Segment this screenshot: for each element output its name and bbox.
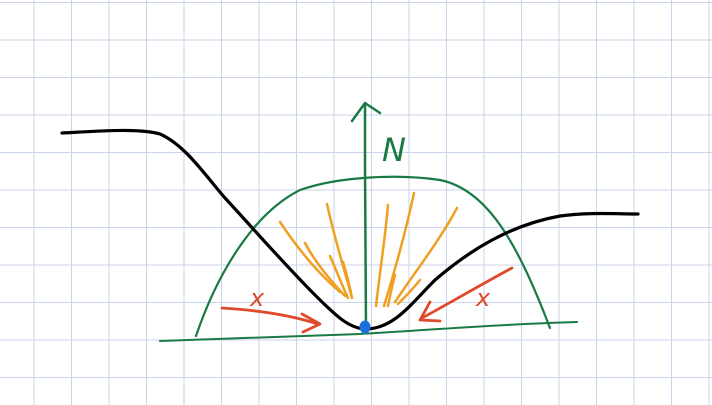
orange-ray — [341, 260, 354, 300]
normal-vector-arrowhead — [350, 101, 382, 123]
orange-ray — [303, 241, 347, 298]
orange-rays-right — [374, 191, 459, 308]
friction-arrow-right-shaft — [420, 266, 514, 320]
friction-arrow-left-shaft — [220, 306, 320, 326]
normal-label: N — [382, 131, 406, 169]
friction-arrow-left-head — [300, 312, 322, 334]
orange-ray — [374, 203, 390, 308]
friction-cone — [194, 175, 552, 338]
orange-ray — [393, 206, 459, 304]
orange-ray — [278, 220, 342, 294]
orange-ray — [328, 254, 350, 300]
orange-ray — [396, 278, 422, 306]
surface-curve — [60, 128, 640, 331]
friction-label-right: x — [475, 284, 491, 312]
ground-line — [159, 321, 578, 342]
normal-vector-shaft — [363, 102, 368, 332]
orange-rays-left — [278, 202, 354, 300]
orange-ray — [386, 273, 397, 308]
friction-label-left: x — [249, 284, 265, 312]
orange-ray — [382, 191, 416, 308]
friction-arrow-right-head — [418, 300, 442, 323]
contact-point — [359, 320, 371, 334]
